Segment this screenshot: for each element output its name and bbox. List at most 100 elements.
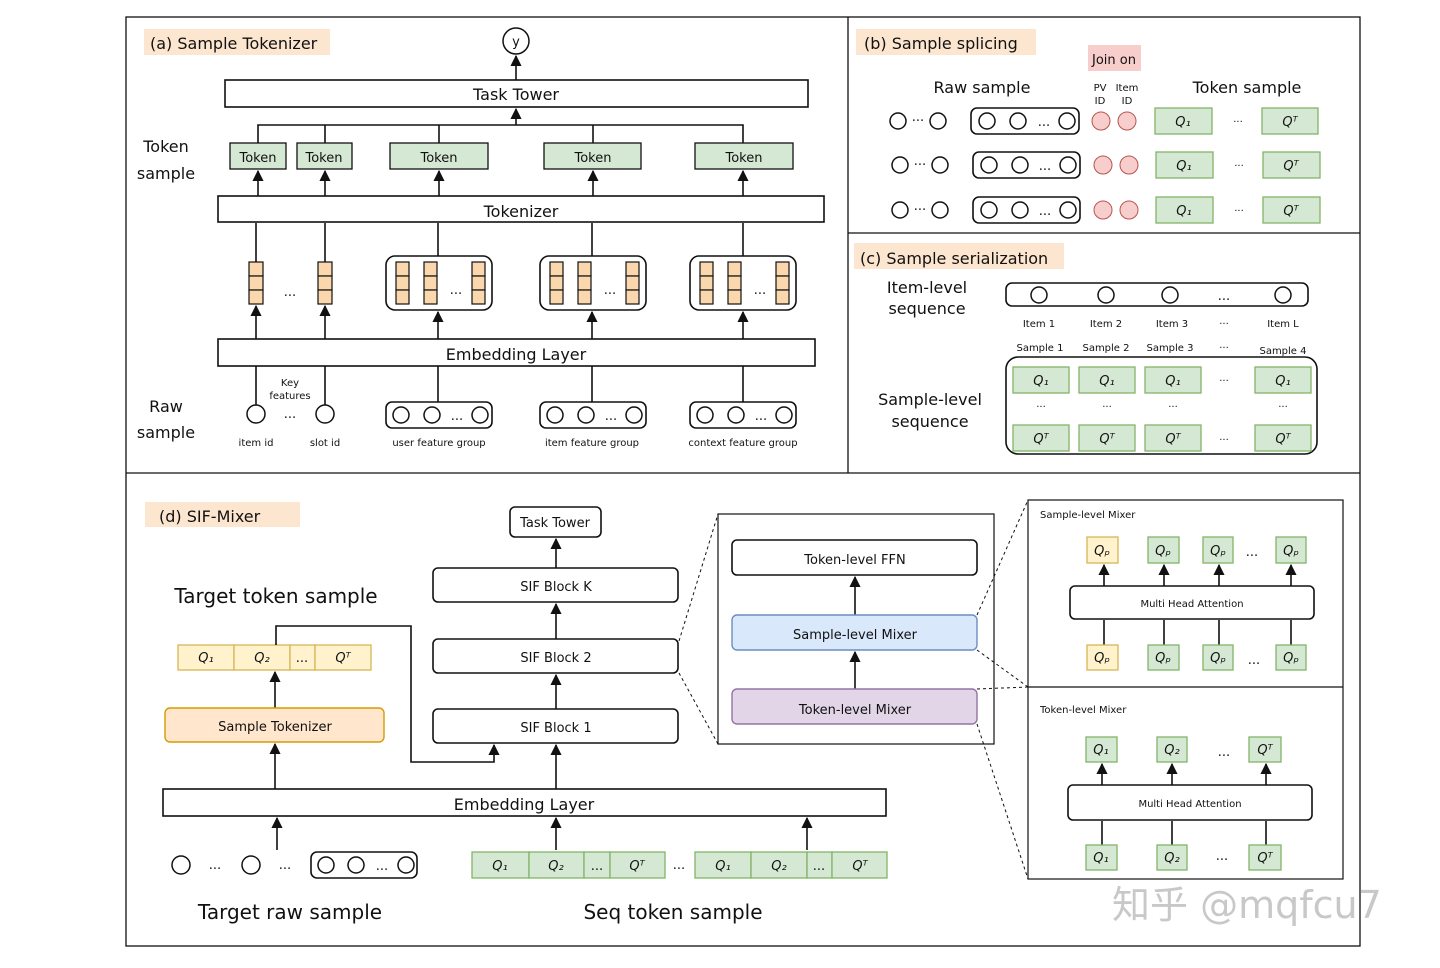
token-box-2 <box>296 142 353 170</box>
item-node-3 <box>1161 286 1179 304</box>
panel-b-title-highlight <box>856 29 1036 55</box>
smix-out-qp-3: Qₚ <box>1210 544 1226 559</box>
item-seq-label-1: Item-level <box>887 278 967 297</box>
target-raw-sample-label: Target raw sample <box>197 900 382 924</box>
sample-seq-qt-dots: ··· <box>1219 435 1229 446</box>
sample-mixer-in-row <box>1086 644 1307 671</box>
raw-sample-header: Raw sample <box>934 78 1031 97</box>
target-raw-node-1 <box>171 855 191 875</box>
input-label-slot-id: slot id <box>310 438 340 449</box>
smix-in-qp-1: Qₚ <box>1094 651 1110 666</box>
token-ffn-box <box>731 539 978 576</box>
seq-2-q2: Q₂ <box>771 859 786 874</box>
output-node <box>502 27 530 55</box>
item-label-l: Item L <box>1267 319 1299 330</box>
splice-row-2-ellipsis: ... <box>1039 159 1051 174</box>
smix-in-ellipsis: ... <box>1248 653 1260 668</box>
embedding-group-user <box>385 255 493 311</box>
pv-id-label-1: PV <box>1094 83 1107 94</box>
sample-mixer-label: Sample-level Mixer <box>793 628 918 643</box>
token-box-4 <box>543 142 642 170</box>
raw-node-item-id <box>246 404 266 424</box>
tmix-in-ellipsis: ... <box>1216 849 1228 864</box>
sample-label-3: Sample 3 <box>1146 343 1193 354</box>
target-raw-ellipsis-2: ... <box>279 858 291 873</box>
item-seq-label-2: sequence <box>888 299 965 318</box>
seq-1-q1: Q₁ <box>492 859 507 874</box>
smix-in-qp-3: Qₚ <box>1210 651 1226 666</box>
token-mixer-label: Token-level Mixer <box>798 703 912 718</box>
target-skip-connection <box>275 625 500 763</box>
target-token-q2: Q₂ <box>254 651 269 666</box>
tokenizer-label: Tokenizer <box>483 202 559 221</box>
embedding-group-item <box>539 255 647 311</box>
smix-out-qp-2: Qₚ <box>1155 544 1171 559</box>
tmix-out-q1: Q₁ <box>1093 743 1108 758</box>
splice-row-2-qt: Qᵀ <box>1283 159 1299 174</box>
sif-block-2-label: SIF Block 2 <box>520 651 591 666</box>
input-label-user-group: user feature group <box>392 438 485 449</box>
sample-seq-mid-1: ··· <box>1036 402 1046 413</box>
target-raw-node-2 <box>241 855 261 875</box>
seq-1-q2: Q₂ <box>548 859 563 874</box>
token-mixer-box <box>731 688 978 725</box>
input-label-context-group: context feature group <box>688 438 797 449</box>
zoom-sample-bottom <box>976 649 1029 688</box>
item-label-dots: ··· <box>1219 319 1229 330</box>
task-tower-box <box>224 79 809 108</box>
sample-seq-q1-dots: ··· <box>1219 376 1229 387</box>
splice-row-1-dots: ··· <box>912 114 924 129</box>
seq-token-row-1 <box>471 851 666 879</box>
splice-row-1-ellipsis: ... <box>1038 115 1050 130</box>
sample-label-dots: ··· <box>1219 343 1229 354</box>
token-sample-label-1: Token <box>142 137 189 156</box>
seq-1-qt: Qᵀ <box>629 859 645 874</box>
embedding-layer-box-d <box>162 788 887 817</box>
splice-row-1 <box>889 107 1319 135</box>
item-sequence-box <box>1005 282 1309 307</box>
pv-id-label-2: ID <box>1095 96 1106 107</box>
item-node-l <box>1274 286 1292 304</box>
seq-2-qt: Qᵀ <box>852 859 868 874</box>
tmix-out-q2: Q₂ <box>1164 743 1179 758</box>
sample-seq-mid-3: ··· <box>1168 402 1178 413</box>
target-token-q1: Q₁ <box>198 651 213 666</box>
seq-1-ellipsis: ... <box>591 859 603 874</box>
sif-block-1-box <box>432 708 679 744</box>
seq-token-row-2 <box>694 851 888 879</box>
panel-c-title: (c) Sample serialization <box>860 249 1048 268</box>
item-node-2 <box>1097 286 1115 304</box>
token-box-5 <box>694 142 794 170</box>
embedding-ellipsis: ... <box>284 285 296 300</box>
panel-d-title-highlight <box>145 502 300 527</box>
sample-tokenizer-box <box>164 707 385 743</box>
d-task-tower-label: Task Tower <box>519 516 591 531</box>
zoom-line-top <box>678 513 719 642</box>
embedding-group-context <box>689 255 797 311</box>
sample-label-2: Sample 2 <box>1082 343 1129 354</box>
item-label-1: Item 1 <box>1023 319 1055 330</box>
raw-sample-label-2: sample <box>137 423 195 442</box>
smix-out-qp-1: Qₚ <box>1094 544 1110 559</box>
sample-seq-qt-4: Qᵀ <box>1275 432 1291 447</box>
seq-token-sample-label: Seq token sample <box>583 900 762 924</box>
embedding-vector-slot-id <box>317 261 333 305</box>
zoom-token-bottom <box>976 723 1029 880</box>
smix-mha-box <box>1069 585 1315 620</box>
splice-row-3-qt: Qᵀ <box>1283 204 1299 219</box>
tmix-mha-label: Multi Head Attention <box>1138 799 1241 810</box>
splice-row-2-mid: ··· <box>1234 161 1244 172</box>
sample-seq-label-1: Sample-level <box>878 390 982 409</box>
panel-c-sample-serialization: (c) Sample serialization Item-level sequ… <box>854 243 1318 455</box>
sample-seq-q1-1: Q₁ <box>1033 374 1048 389</box>
tmix-in-qt: Qᵀ <box>1257 851 1273 866</box>
target-raw-ellipsis-1: ... <box>209 858 221 873</box>
output-label: y <box>512 35 520 50</box>
tokenizer-box <box>217 195 825 223</box>
panel-c-title-highlight <box>854 243 1064 269</box>
token-box-1 <box>229 142 287 170</box>
target-token-ellipsis: ... <box>296 651 308 666</box>
item-seq-ellipsis: ... <box>1218 289 1230 304</box>
raw-ellipsis: ... <box>284 407 296 422</box>
splice-row-3-ellipsis: ... <box>1039 204 1051 219</box>
